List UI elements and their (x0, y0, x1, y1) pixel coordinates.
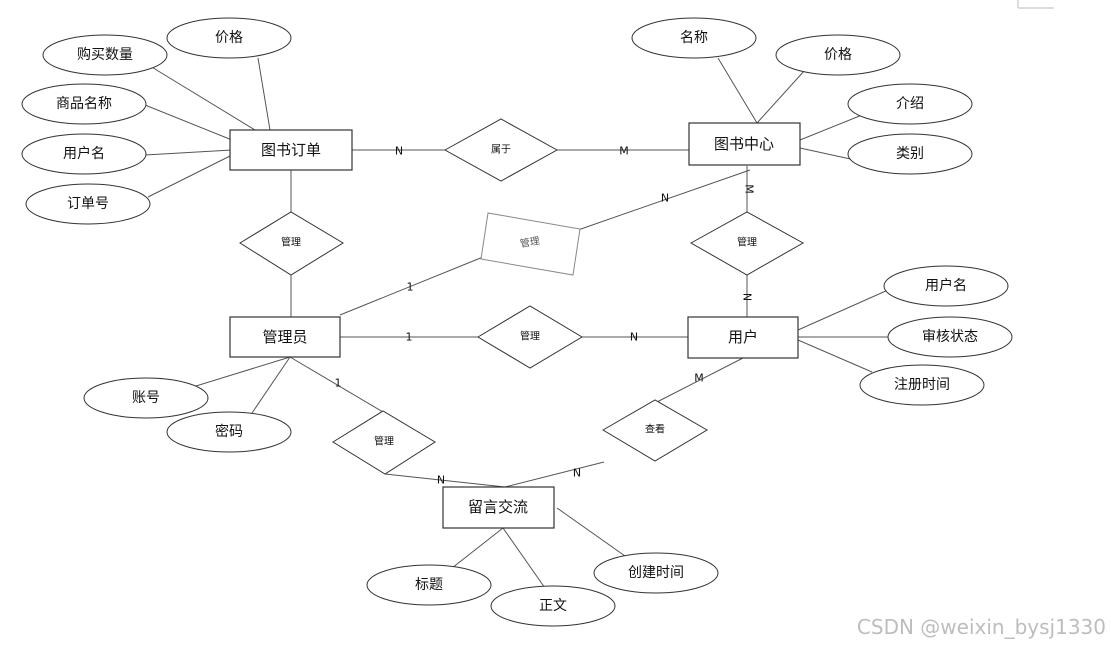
relationship-manage-user-center-label: 管理 (737, 236, 757, 249)
entity-book-center: 图书中心 (688, 122, 801, 166)
cardinality-belongs-center: M (619, 145, 629, 158)
relationship-manage-message-label: 管理 (374, 435, 394, 448)
attribute-center-category-label: 类别 (896, 146, 924, 162)
attribute-order-price: 价格 (166, 17, 292, 59)
attribute-msg-body: 正文 (490, 585, 616, 627)
cardinality-view-msg-n: N (573, 467, 581, 480)
attribute-order-price-label: 价格 (215, 30, 243, 46)
relationship-manage-order: 管理 (239, 211, 344, 276)
cardinality-manage-user-n: N (741, 293, 754, 301)
attribute-center-price: 价格 (775, 34, 901, 76)
attribute-order-username-label: 用户名 (63, 145, 105, 162)
entity-user-label: 用户 (728, 328, 758, 346)
cardinality-admin-center-1: 1 (407, 281, 414, 294)
page-corner-mark (1017, 0, 1054, 9)
relationship-manage-message: 管理 (332, 410, 436, 475)
attribute-user-username-label: 用户名 (925, 277, 967, 294)
entity-user: 用户 (687, 316, 799, 359)
attribute-user-status: 审核状态 (887, 316, 1013, 358)
attribute-msg-title: 标题 (366, 564, 492, 606)
relationship-belongs-label: 属于 (491, 144, 511, 156)
attribute-user-regtime: 注册时间 (859, 364, 985, 406)
attribute-msg-created: 创建时间 (593, 552, 719, 594)
attribute-order-product: 商品名称 (21, 83, 147, 125)
attribute-center-price-label: 价格 (824, 47, 852, 63)
attribute-admin-account: 账号 (83, 377, 209, 419)
attribute-center-intro: 介绍 (847, 83, 973, 125)
attribute-user-regtime-label: 注册时间 (894, 377, 950, 393)
cardinality-order-belongs: N (395, 145, 403, 158)
entity-admin-label: 管理员 (262, 328, 307, 346)
entity-book-center-label: 图书中心 (714, 135, 774, 153)
attribute-center-name-label: 名称 (680, 30, 708, 46)
cardinality-msg-admin-n: N (437, 474, 445, 487)
cardinality-admin-msg-1: 1 (335, 377, 342, 390)
entity-book-order-label: 图书订单 (261, 141, 321, 159)
relationship-manage-user-label: 管理 (520, 330, 540, 343)
cardinality-user-view-m: M (694, 372, 704, 385)
relationship-manage-center-label: 管理 (519, 234, 541, 250)
attribute-order-username: 用户名 (21, 133, 147, 175)
attribute-order-no: 订单号 (25, 183, 151, 225)
attribute-order-no-label: 订单号 (67, 196, 109, 212)
relationship-manage-user: 管理 (477, 305, 583, 369)
relationship-manage-user-center: 管理 (689, 211, 805, 276)
watermark: CSDN @weixin_bysj1330 (857, 615, 1106, 639)
relationship-view: 查看 (602, 399, 708, 462)
entity-message-label: 留言交流 (468, 498, 528, 516)
attribute-center-category: 类别 (847, 133, 973, 175)
cardinality-labels: N M M N 1 N 1 N 1 N M N (335, 145, 756, 487)
attribute-center-intro-label: 介绍 (896, 96, 924, 112)
relationship-view-label: 查看 (645, 423, 665, 436)
entity-admin: 管理员 (229, 316, 341, 358)
attribute-order-product-label: 商品名称 (56, 96, 112, 112)
relationship-manage-order-label: 管理 (281, 236, 301, 249)
attribute-order-qty-label: 购买数量 (77, 47, 133, 63)
attribute-admin-password-label: 密码 (215, 423, 243, 440)
attribute-msg-created-label: 创建时间 (628, 565, 684, 581)
cardinality-center-manage: M (743, 184, 756, 194)
attribute-user-status-label: 审核状态 (922, 329, 978, 345)
relationship-manage-center: 管理 (480, 212, 581, 276)
attribute-msg-body-label: 正文 (539, 598, 567, 614)
relationship-belongs: 属于 (443, 118, 559, 182)
attribute-msg-title-label: 标题 (415, 577, 443, 593)
cardinality-center-admin-n: N (661, 192, 669, 205)
cardinality-admin-user-1: 1 (406, 331, 413, 344)
connector-lines (144, 57, 890, 589)
attribute-user-username: 用户名 (883, 265, 1009, 307)
entity-message: 留言交流 (442, 486, 555, 529)
entity-book-order: 图书订单 (229, 129, 353, 171)
cardinality-user-admin-n: N (630, 331, 638, 344)
attribute-admin-password: 密码 (166, 411, 292, 453)
attribute-center-name: 名称 (631, 17, 757, 59)
attribute-order-qty: 购买数量 (42, 34, 168, 76)
attribute-admin-account-label: 账号 (132, 390, 160, 406)
